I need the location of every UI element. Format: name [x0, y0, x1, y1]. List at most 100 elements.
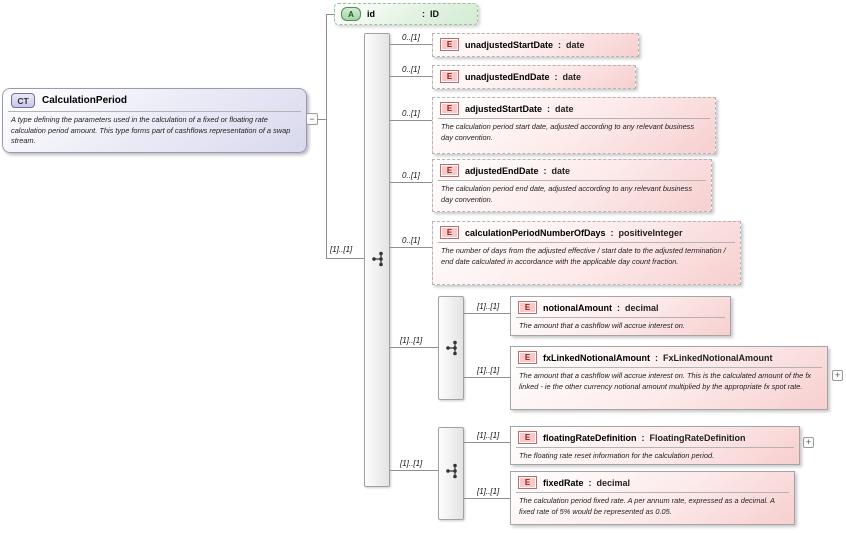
element-annotation: The amount that a cashflow will accrue i…	[519, 371, 812, 391]
element-box-floatingRateDefinition[interactable]: E floatingRateDefinition : FloatingRateD…	[510, 426, 800, 465]
element-icon: E	[518, 351, 537, 364]
cardinality-label: [1]..[1]	[477, 431, 500, 440]
element-type: date	[562, 71, 582, 82]
collapse-toggle[interactable]: −	[306, 113, 318, 125]
complex-type-header: CT CalculationPeriod	[3, 89, 306, 110]
element-box-unadjustedStartDate[interactable]: E unadjustedStartDate : date	[432, 33, 639, 57]
connector-line	[464, 498, 510, 499]
compositor-icon	[446, 340, 457, 356]
element-name: notionalAmount	[543, 302, 612, 313]
element-annotation: The calculation period end date, adjuste…	[441, 184, 693, 204]
element-box-calculationPeriodNumberOfDays[interactable]: E calculationPeriodNumberOfDays : positi…	[432, 221, 741, 285]
connector-line	[318, 119, 326, 120]
element-name: adjustedStartDate	[465, 103, 543, 114]
divider	[438, 242, 735, 243]
element-annotation: The floating rate reset information for …	[519, 451, 715, 460]
choice-compositor-bar	[438, 296, 464, 400]
connector-line	[390, 76, 432, 77]
element-type: FloatingRateDefinition	[649, 432, 746, 443]
element-type: date	[555, 103, 574, 114]
element-icon: E	[518, 431, 537, 444]
cardinality-label: 0..[1]	[402, 109, 420, 118]
element-box-notionalAmount[interactable]: E notionalAmount : decimal The amount th…	[510, 296, 731, 336]
connector-line	[326, 258, 364, 259]
element-name: floatingRateDefinition	[543, 432, 637, 443]
cardinality-label: 0..[1]	[402, 236, 420, 245]
expand-toggle[interactable]: +	[832, 370, 843, 381]
attribute-box-id[interactable]: A id : ID	[334, 3, 478, 25]
element-box-unadjustedEndDate[interactable]: E unadjustedEndDate : date	[432, 65, 636, 89]
choice-compositor-bar	[438, 427, 464, 520]
element-icon: E	[518, 476, 537, 489]
type-separator: :	[588, 477, 592, 488]
type-separator: :	[554, 71, 558, 82]
element-icon: E	[440, 70, 459, 83]
element-type: decimal	[596, 477, 631, 488]
connector-line	[464, 442, 510, 443]
connector-line	[390, 470, 438, 471]
type-separator: :	[617, 302, 620, 313]
element-annotation: The calculation period fixed rate. A per…	[519, 496, 775, 516]
sequence-compositor-bar	[364, 33, 390, 487]
cardinality-label: [1]..[1]	[477, 487, 500, 496]
element-name: unadjustedEndDate	[465, 71, 550, 82]
complex-type-name: CalculationPeriod	[42, 95, 128, 106]
element-type: date	[566, 39, 585, 50]
cardinality-label: 0..[1]	[402, 65, 420, 74]
element-icon: E	[440, 38, 459, 51]
element-name: fxLinkedNotionalAmount	[543, 352, 650, 363]
type-separator: :	[543, 165, 547, 176]
element-type: date	[551, 165, 571, 176]
complex-type-box[interactable]: CT CalculationPeriod A type defining the…	[2, 88, 307, 153]
element-name: calculationPeriodNumberOfDays	[465, 227, 606, 238]
divider	[516, 317, 725, 318]
connector-line	[326, 14, 327, 259]
element-icon: E	[440, 226, 459, 239]
element-name: unadjustedStartDate	[465, 39, 554, 50]
element-box-adjustedEndDate[interactable]: E adjustedEndDate : date The calculation…	[432, 159, 712, 212]
cardinality-label: [1]..[1]	[477, 302, 500, 311]
divider	[438, 180, 706, 181]
connector-line	[326, 14, 334, 15]
type-separator: :	[641, 432, 645, 443]
type-separator: :	[547, 103, 551, 114]
element-annotation: The calculation period start date, adjus…	[441, 122, 695, 142]
element-box-fxLinkedNotionalAmount[interactable]: E fxLinkedNotionalAmount : FxLinkedNotio…	[510, 346, 828, 410]
attribute-icon: A	[341, 7, 361, 21]
expand-toggle[interactable]: +	[803, 437, 814, 448]
complex-type-annotation: A type defining the parameters used in t…	[11, 115, 291, 146]
connector-line	[464, 313, 510, 314]
connector-line	[464, 377, 510, 378]
element-name: adjustedEndDate	[465, 165, 539, 176]
compositor-icon	[446, 463, 457, 479]
connector-line	[390, 120, 432, 121]
element-name: fixedRate	[543, 477, 584, 488]
element-box-adjustedStartDate[interactable]: E adjustedStartDate : date The calculati…	[432, 97, 716, 154]
element-icon: E	[440, 102, 459, 115]
compositor-icon	[372, 251, 383, 267]
divider	[516, 367, 822, 368]
element-annotation: The number of days from the adjusted eff…	[441, 246, 726, 266]
connector-line	[390, 44, 432, 45]
cardinality-label: [1]..[1]	[400, 336, 423, 345]
connector-line	[390, 247, 432, 248]
divider	[8, 111, 301, 112]
element-type: positiveInteger	[618, 227, 683, 238]
element-type: FxLinkedNotionalAmount	[663, 352, 773, 363]
divider	[438, 118, 710, 119]
complex-type-icon: CT	[11, 93, 35, 108]
cardinality-label: [1]..[1]	[477, 366, 500, 375]
divider	[516, 492, 789, 493]
type-separator: :	[558, 39, 562, 50]
type-separator: :	[610, 227, 614, 238]
divider	[516, 447, 794, 448]
element-type: decimal	[625, 302, 659, 313]
connector-line	[390, 347, 438, 348]
type-separator: :	[655, 352, 658, 363]
cardinality-label: [1]..[1]	[330, 245, 353, 254]
element-icon: E	[518, 301, 537, 314]
cardinality-label: 0..[1]	[402, 171, 420, 180]
element-icon: E	[440, 164, 459, 177]
element-box-fixedRate[interactable]: E fixedRate : decimal The calculation pe…	[510, 471, 795, 525]
